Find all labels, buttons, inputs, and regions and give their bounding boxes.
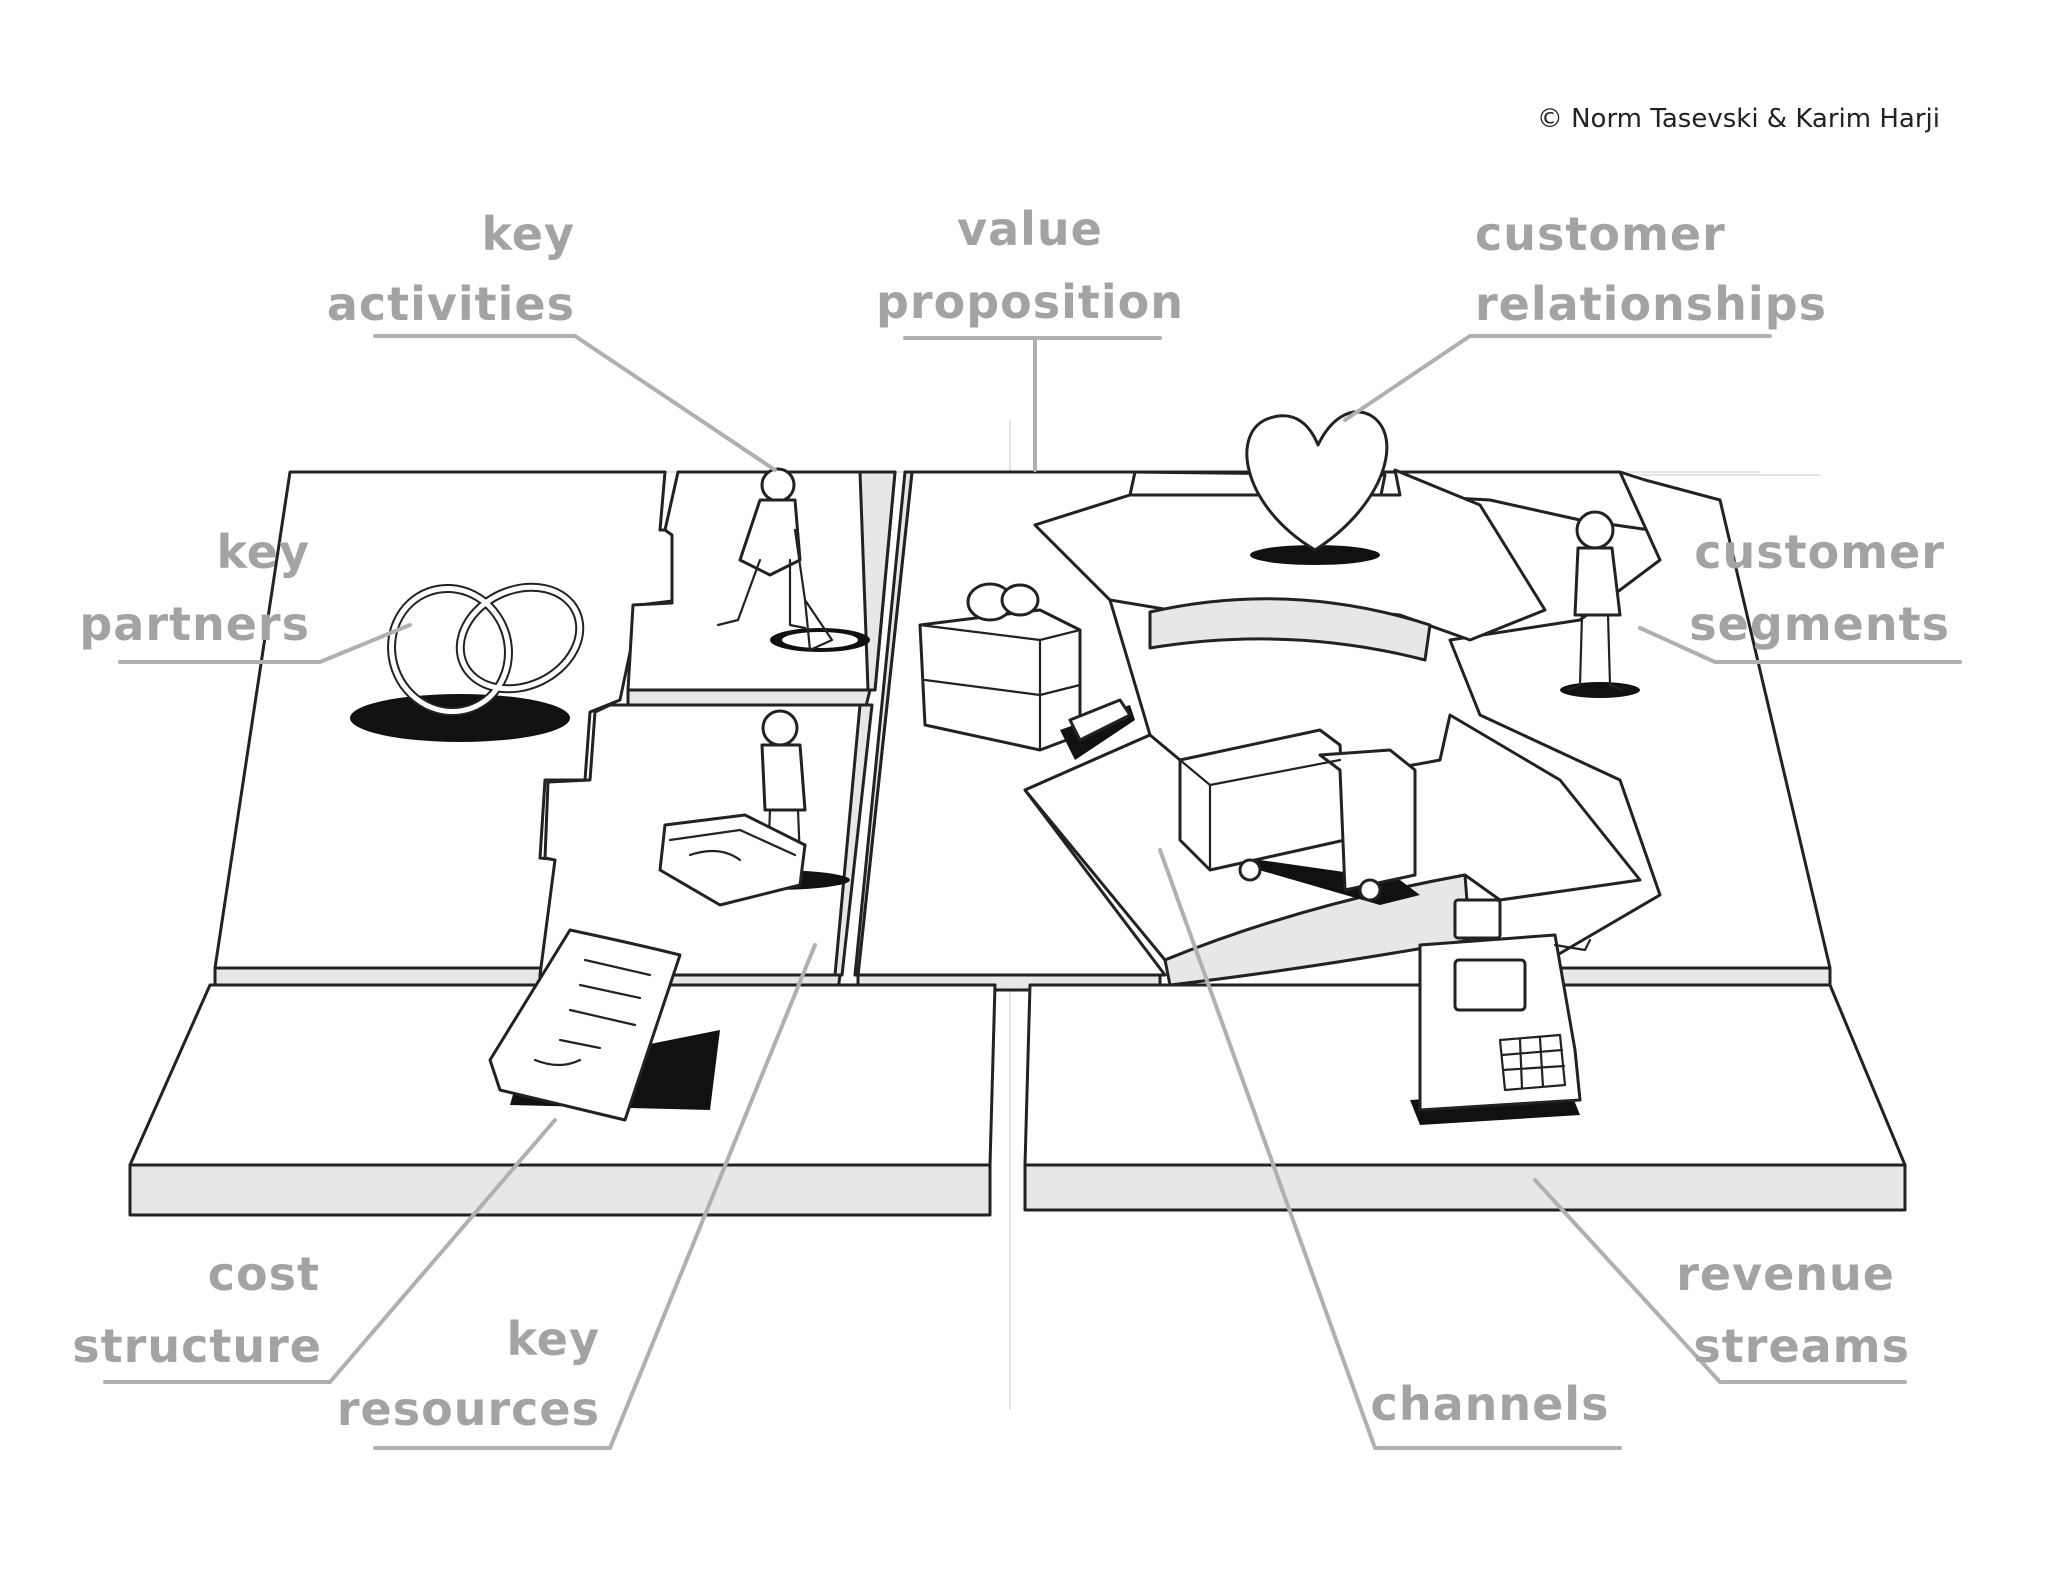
label-customer-segments-line2: segments	[1689, 597, 1950, 651]
label-key-activities-line2: activities	[327, 277, 575, 331]
label-key-resources-line1: key	[506, 1312, 600, 1366]
worker-with-machine-icon	[658, 709, 850, 907]
label-revenue-streams-line1: revenue	[1676, 1247, 1895, 1301]
gift-box-icon	[918, 582, 1135, 760]
leader-lines	[103, 334, 1962, 1450]
label-key-partners-line2: partners	[79, 597, 310, 651]
label-customer-relationships-line2: relationships	[1475, 277, 1827, 331]
label-cost-structure-line2: structure	[72, 1319, 322, 1373]
label-value-proposition: value proposition	[876, 202, 1184, 329]
label-customer-relationships: customer relationships	[1475, 207, 1827, 331]
invoice-document-icon	[488, 928, 720, 1122]
label-value-proposition-line1: value	[957, 202, 1103, 256]
label-key-partners-line1: key	[216, 525, 310, 579]
cash-register-icon	[1410, 898, 1592, 1125]
label-key-resources: key resources	[337, 1312, 600, 1436]
customer-person-icon	[1560, 510, 1640, 698]
label-revenue-streams: revenue streams	[1676, 1247, 1910, 1373]
label-channels-line1: channels	[1371, 1377, 1610, 1431]
delivery-truck-icon	[1178, 728, 1420, 905]
label-revenue-streams-line2: streams	[1693, 1319, 1910, 1373]
label-channels: channels	[1371, 1377, 1610, 1431]
digging-person-icon	[716, 467, 870, 652]
heart-icon	[1245, 410, 1389, 565]
label-key-activities-line1: key	[481, 207, 575, 261]
label-customer-segments-line1: customer	[1694, 525, 1945, 579]
label-cost-structure: cost structure	[72, 1247, 322, 1373]
rings-icon	[350, 582, 585, 742]
label-customer-segments: customer segments	[1689, 525, 1950, 651]
label-key-resources-line2: resources	[337, 1382, 600, 1436]
label-key-partners: key partners	[79, 525, 310, 651]
label-cost-structure-line1: cost	[208, 1247, 320, 1301]
label-customer-relationships-line1: customer	[1475, 207, 1726, 261]
copyright-notice: © Norm Tasevski & Karim Harji	[1536, 104, 1940, 134]
label-key-activities: key activities	[327, 207, 575, 331]
label-value-proposition-line2: proposition	[876, 275, 1184, 329]
